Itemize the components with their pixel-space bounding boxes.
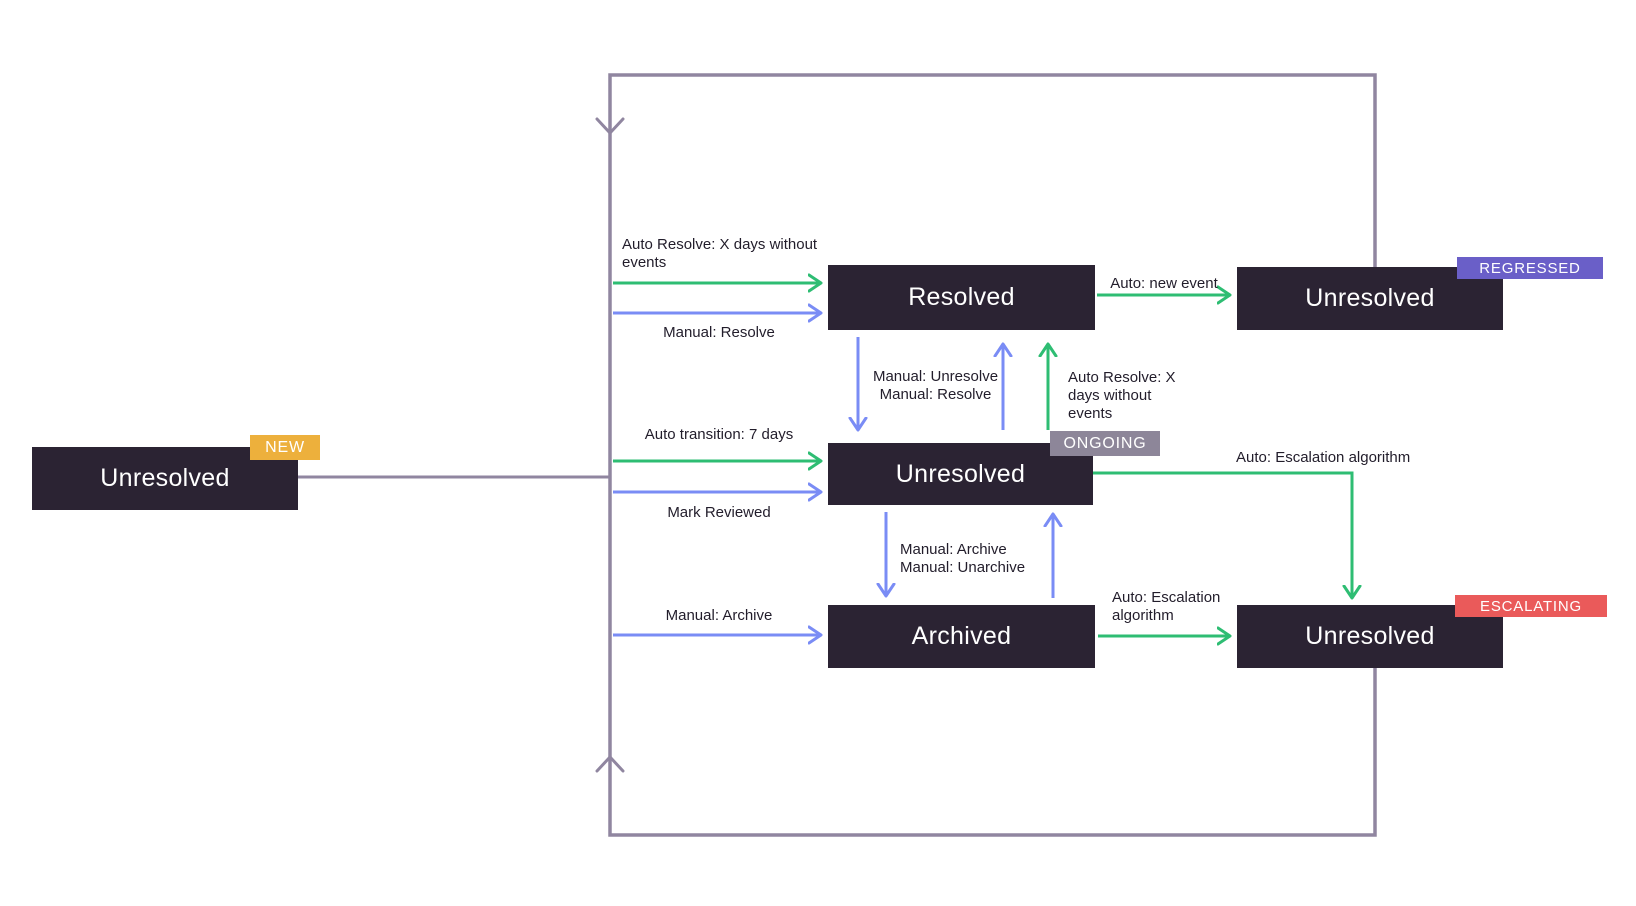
- status-badge-regressed: REGRESSED: [1457, 257, 1603, 279]
- state-new-label: Unresolved: [100, 464, 230, 492]
- edge-label-archive-unarchive: Manual: Archive Manual: Unarchive: [900, 541, 1025, 577]
- status-badge-escalating: ESCALATING: [1455, 595, 1607, 617]
- edge-label-auto-resolve-up: Auto Resolve: X days without events: [1068, 369, 1176, 423]
- edge-label-manual-archive: Manual: Archive: [665, 607, 773, 624]
- label-line: Manual: Archive: [900, 541, 1007, 558]
- loop-edge: [608, 73, 1377, 837]
- state-escalating-label: Unresolved: [1305, 622, 1435, 650]
- label-line: Manual: Resolve: [879, 386, 992, 403]
- state-regressed-label: Unresolved: [1305, 284, 1435, 312]
- status-badge-ongoing: ONGOING: [1050, 431, 1160, 456]
- status-badge-new: NEW: [250, 435, 320, 460]
- edge-label-mark-reviewed: Mark Reviewed: [667, 504, 771, 521]
- loop-arrow-down-icon: [595, 117, 625, 135]
- state-box-ongoing: Unresolved: [828, 443, 1093, 505]
- state-ongoing-label: Unresolved: [895, 459, 1026, 488]
- label-line: Auto Resolve: X days without: [622, 236, 818, 253]
- loop-arrow-up-icon: [595, 755, 625, 773]
- label-line: days without: [1068, 387, 1152, 404]
- label-line: events: [1068, 405, 1113, 422]
- state-box-new: Unresolved: [32, 447, 298, 510]
- label-line: Auto: Escalation: [1112, 589, 1221, 606]
- edge-auto-escalation-from-ongoing: [1093, 471, 1352, 598]
- label-line: events: [622, 254, 667, 271]
- state-box-resolved: Resolved: [828, 265, 1095, 330]
- edge-label-auto-resolve: Auto Resolve: X days without events: [622, 236, 817, 272]
- label-line: Manual: Unresolve: [872, 368, 999, 385]
- label-line: Manual: Unarchive: [900, 559, 1026, 576]
- label-line: algorithm: [1112, 607, 1174, 624]
- edge-label-auto-transition: Auto transition: 7 days: [644, 426, 794, 443]
- state-archived-label: Archived: [911, 622, 1012, 650]
- edge-label-auto-escalation-ongoing: Auto: Escalation algorithm: [1236, 449, 1411, 466]
- edge-label-auto-escalation-archived: Auto: Escalation algorithm: [1112, 589, 1220, 625]
- edge-label-manual-resolve: Manual: Resolve: [663, 324, 775, 341]
- state-resolved-label: Resolved: [908, 283, 1015, 311]
- state-box-archived: Archived: [828, 605, 1095, 668]
- edge-label-auto-new-event: Auto: new event: [1110, 275, 1218, 292]
- label-line: Auto Resolve: X: [1068, 369, 1176, 386]
- edge-label-unresolve-resolve: Manual: Unresolve Manual: Resolve: [848, 368, 1023, 404]
